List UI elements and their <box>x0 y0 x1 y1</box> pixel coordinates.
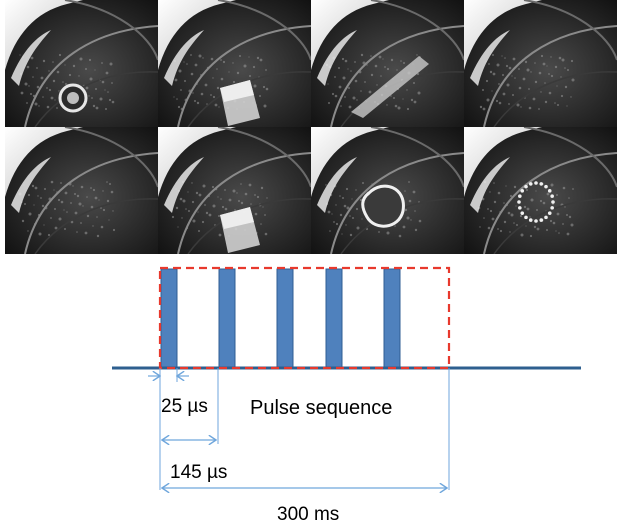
frame-5-image <box>5 127 158 254</box>
pulse-period-label: 145 µs <box>170 462 227 483</box>
frame-5 <box>5 127 158 254</box>
dimension-lines <box>148 368 450 490</box>
pulse-bar-4 <box>325 268 343 369</box>
pulse-width-label: 25 µs <box>161 396 208 417</box>
frame-6-image <box>158 127 311 254</box>
frame-2 <box>158 0 311 127</box>
frame-8-image <box>464 127 617 254</box>
frame-4 <box>464 0 617 127</box>
pulse-bar-2 <box>218 268 236 369</box>
frame-2-image <box>158 0 311 127</box>
frame-8 <box>464 127 617 254</box>
frame-4-image <box>464 0 617 127</box>
frame-1 <box>5 0 158 127</box>
pulse-sequence-label: Pulse sequence <box>250 397 392 419</box>
high-speed-frame-grid <box>5 0 617 254</box>
frame-3 <box>311 0 464 127</box>
pulse-sequence-diagram: 25 µs Pulse sequence 145 µs 300 ms <box>112 266 581 525</box>
frame-6 <box>158 127 311 254</box>
frame-7 <box>311 127 464 254</box>
frame-7-image <box>311 127 464 254</box>
pulse-group <box>160 268 401 369</box>
pulse-bar-1 <box>160 268 178 369</box>
frame-3-image <box>311 0 464 127</box>
pulse-bar-3 <box>276 268 294 369</box>
frame-1-image <box>5 0 158 127</box>
pulse-bar-5 <box>383 268 401 369</box>
sequence-duration-label: 300 ms <box>277 504 339 525</box>
sequence-window-box <box>158 266 451 370</box>
